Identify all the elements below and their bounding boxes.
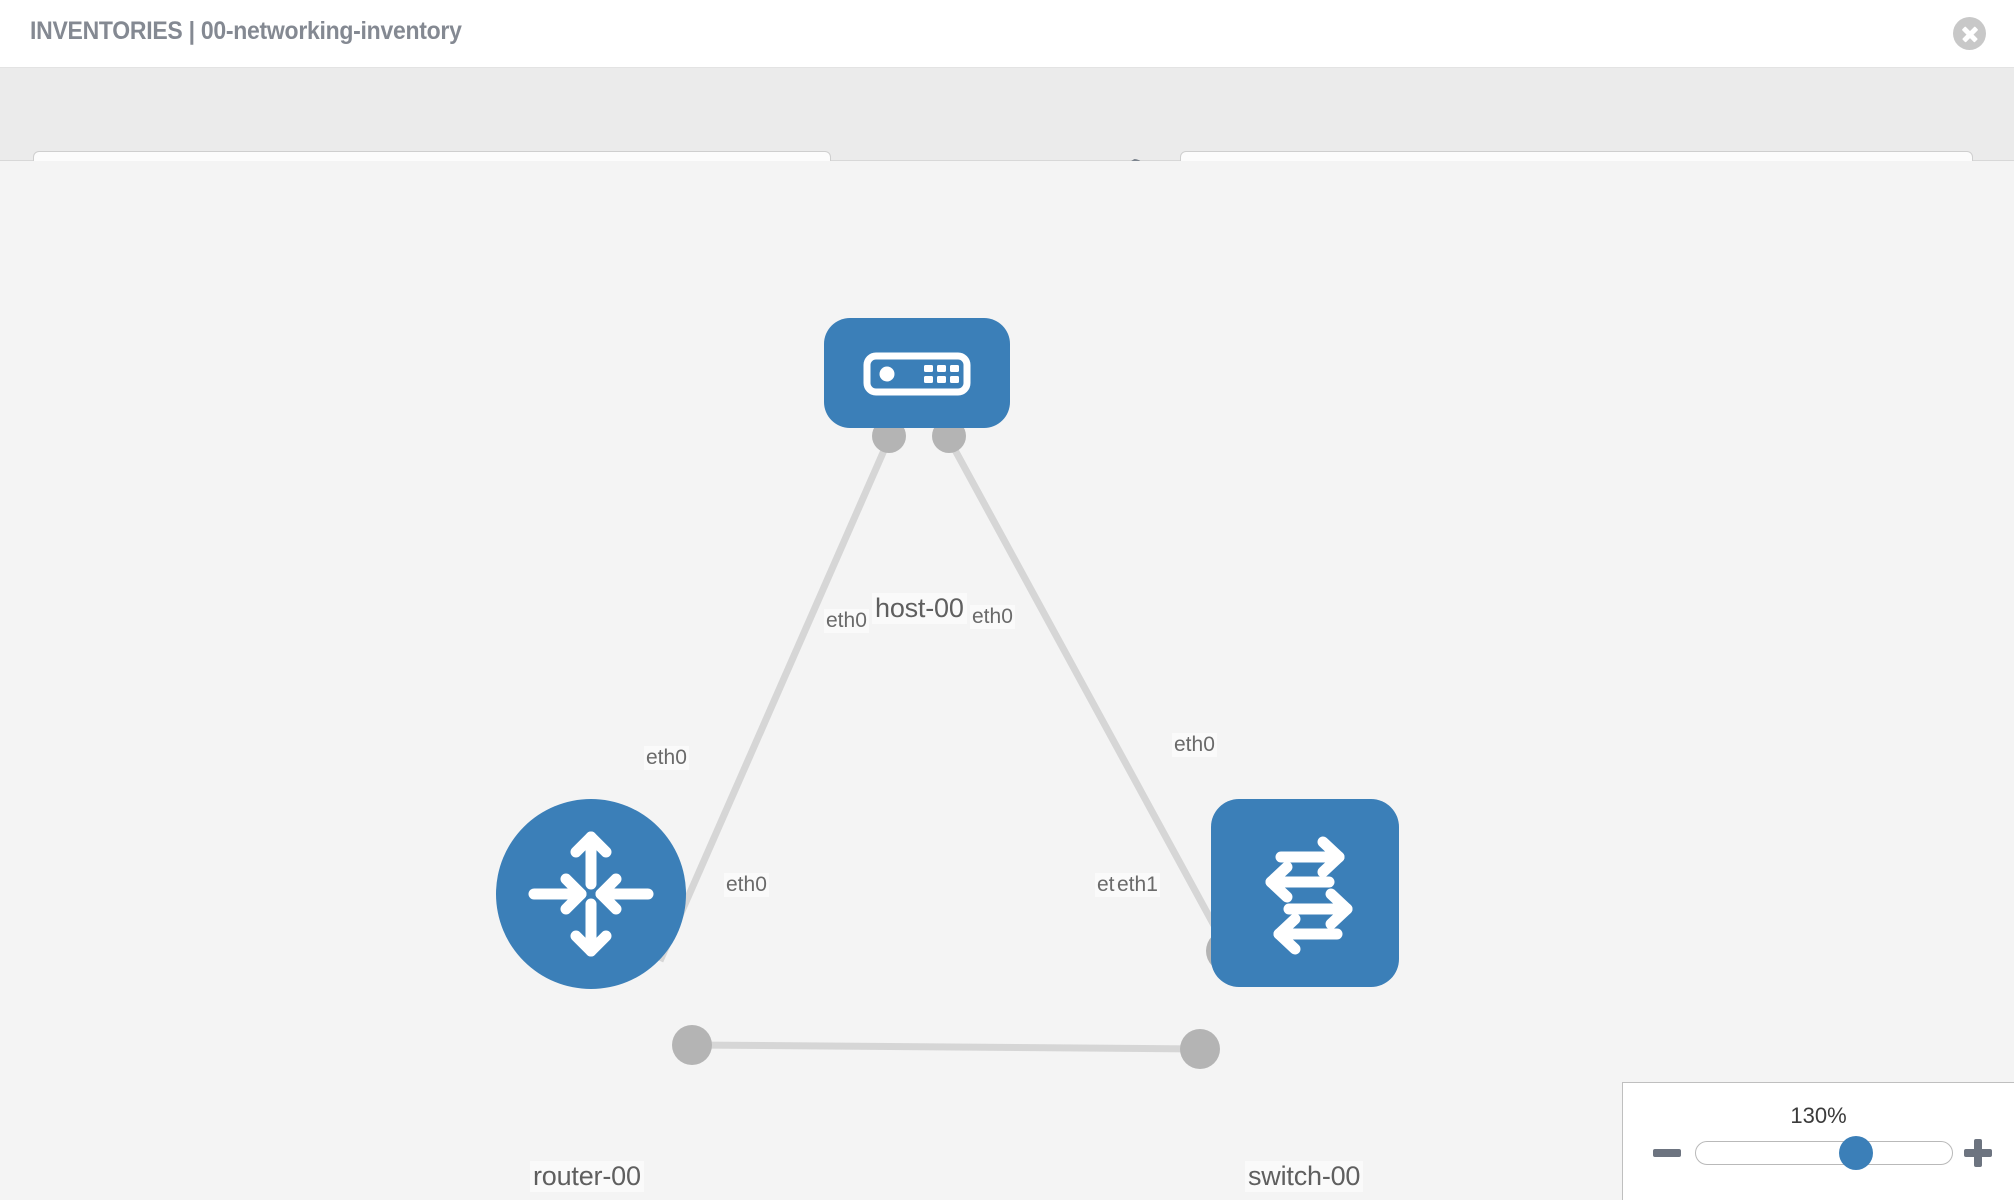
close-icon[interactable] [1953,17,1986,50]
edge-router-switch [691,1041,1201,1053]
zoom-slider[interactable] [1695,1136,1953,1170]
port-router-eth0[interactable] [672,1025,712,1065]
node-host-00[interactable] [824,318,1010,428]
edge-host-router [656,437,893,963]
port-switch-eth1[interactable] [1180,1029,1220,1069]
node-label-switch-00: switch-00 [1245,1161,1364,1192]
toolbar: ACTIONS SEARCH [0,68,2014,211]
iface-label-host-eth0-left: eth0 [824,609,869,633]
node-switch-00[interactable] [1211,799,1399,987]
topology-canvas[interactable]: eth0 eth0 eth0 eth0 eth0 eth0 eth1 host-… [0,161,2014,1200]
node-label-router-00: router-00 [530,1161,644,1192]
zoom-control-panel: 130% [1622,1082,2014,1200]
node-router-00[interactable] [496,799,686,989]
switch-arrows-icon [1265,836,1353,955]
iface-label-switch-eth1-trunk: eth1 [1115,873,1160,897]
zoom-slider-thumb[interactable] [1838,1136,1873,1170]
iface-label-switch-eth0-uplink: eth0 [1172,733,1217,757]
iface-label-router-eth0-trunk: eth0 [724,873,769,897]
plus-icon[interactable] [1964,1139,1992,1167]
zoom-percent-label: 130% [1790,1103,1847,1128]
topology-edges [656,437,1232,1053]
page-header: INVENTORIES | 00-networking-inventory [0,0,2014,68]
server-icon [863,352,971,396]
router-arrows-icon [528,831,654,957]
page-title: INVENTORIES | 00-networking-inventory [30,17,462,45]
iface-label-host-eth0-right: eth0 [970,605,1015,629]
node-label-host-00: host-00 [872,593,967,624]
minus-icon[interactable] [1653,1139,1681,1167]
edge-host-switch [945,437,1232,953]
iface-label-router-eth0-uplink: eth0 [644,746,689,770]
